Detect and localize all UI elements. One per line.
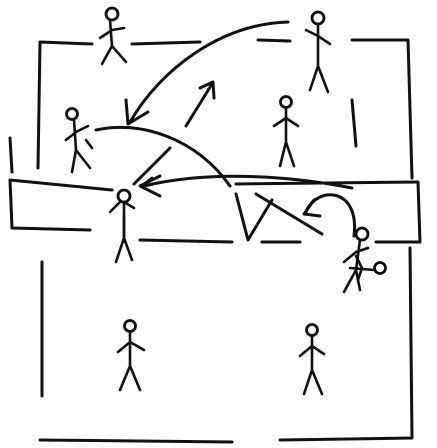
player-lower-right-head xyxy=(375,263,386,274)
player-top-left xyxy=(100,8,126,64)
player-midband-center-head xyxy=(118,190,130,202)
player-left-head xyxy=(67,109,78,120)
player-center-body xyxy=(274,108,298,166)
horizontal-pass-arrow xyxy=(144,176,352,188)
player-bottom-center-head xyxy=(125,321,136,332)
court-lines xyxy=(10,40,420,442)
player-bottom-right-head xyxy=(307,325,318,336)
player-top-right-body xyxy=(306,24,330,92)
bottom-baseline xyxy=(40,440,232,442)
player-midband-right-head xyxy=(356,228,368,240)
mini-mark-left xyxy=(86,140,92,148)
player-left-body xyxy=(66,120,90,172)
long-curved-pass-arrow xyxy=(130,22,288,122)
player-top-right xyxy=(306,12,330,92)
player-bottom-center-body xyxy=(118,332,144,390)
player-lower-right xyxy=(350,256,386,280)
player-midband-right xyxy=(344,228,368,292)
player-bottom-center xyxy=(118,321,144,391)
player-midband-center-body xyxy=(110,202,134,262)
short-diagonal-arrow xyxy=(186,84,212,126)
player-midband-center xyxy=(110,190,134,262)
player-bottom-right xyxy=(300,325,324,395)
player-top-left-head xyxy=(106,8,118,20)
top-center-line-right xyxy=(258,40,290,41)
top-left-boundary-line xyxy=(38,42,92,168)
left-inner-vertical xyxy=(10,138,12,172)
middle-band-top-line-left xyxy=(10,180,112,190)
right-inner-vertical xyxy=(352,100,356,146)
players xyxy=(66,8,386,394)
middle-band-right-edge xyxy=(376,182,420,242)
player-center-head xyxy=(281,97,292,108)
top-center-line-left xyxy=(132,42,200,44)
top-right-boundary-line xyxy=(352,40,412,178)
middle-band-bottom-line xyxy=(140,240,232,242)
player-bottom-right-body xyxy=(300,336,324,394)
player-top-left-body xyxy=(100,20,126,64)
bottom-right-boundary xyxy=(280,248,412,440)
player-midband-right-body xyxy=(344,240,368,292)
player-center xyxy=(274,97,298,167)
player-top-right-head xyxy=(312,12,324,24)
